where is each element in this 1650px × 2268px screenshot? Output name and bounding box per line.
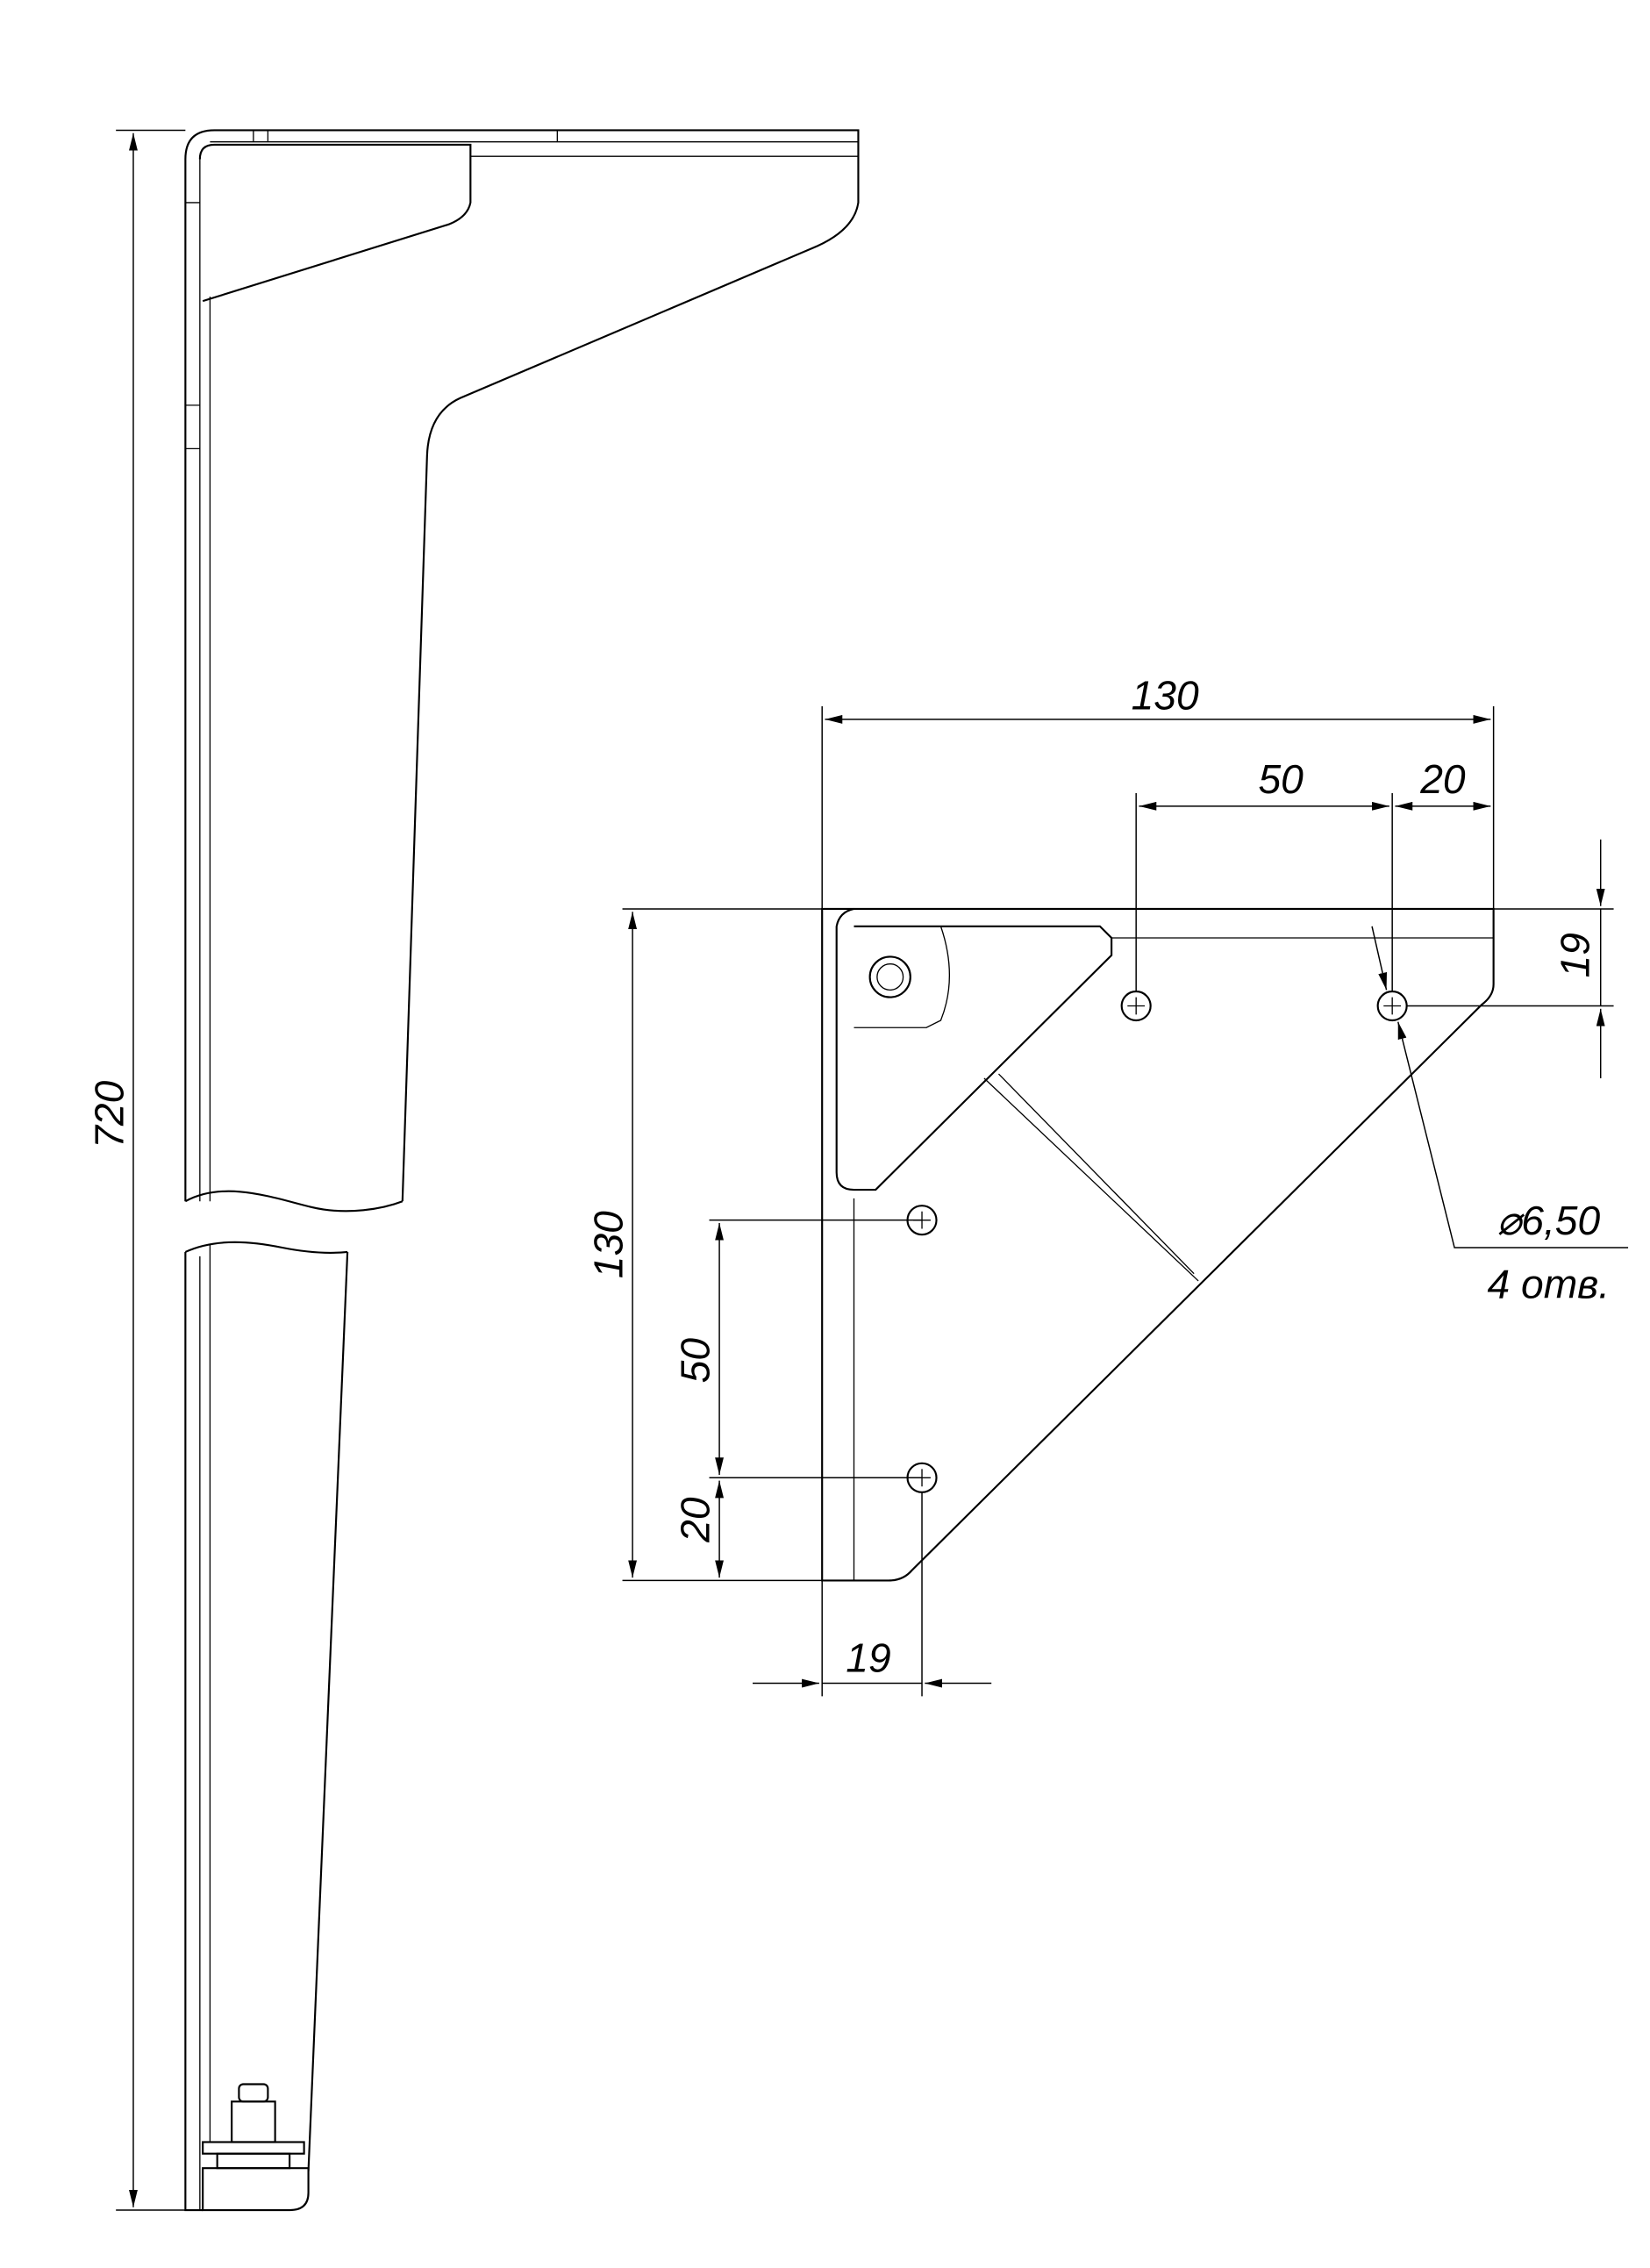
hole-count-callout: 4 отв. [1488,1262,1611,1307]
bolt-head [868,955,911,998]
dimension-720: 720 [86,1080,132,1148]
hole-diameter-callout: ⌀6,50 [1496,1198,1600,1243]
plate-view: 130 50 20 130 50 20 19 19 ⌀6,50 4 отв. [586,672,1629,1697]
break-line-upper [184,1190,404,1213]
adjustable-foot [202,2083,310,2212]
dimension-edge-20-v: 20 [673,1497,718,1543]
break-line-lower [184,1241,348,1254]
dimension-hole-spacing-50-v: 50 [673,1338,718,1384]
leg-side-view: 720 [86,129,860,2212]
dimension-edge-20-h: 20 [1419,756,1466,802]
dimension-height-130: 130 [586,1211,632,1278]
dimension-edge-19-right: 19 [1553,933,1598,977]
dimension-edge-19-bottom: 19 [846,1635,890,1680]
dimension-width-130: 130 [1132,672,1199,718]
dimension-hole-spacing-50-h: 50 [1258,756,1304,802]
